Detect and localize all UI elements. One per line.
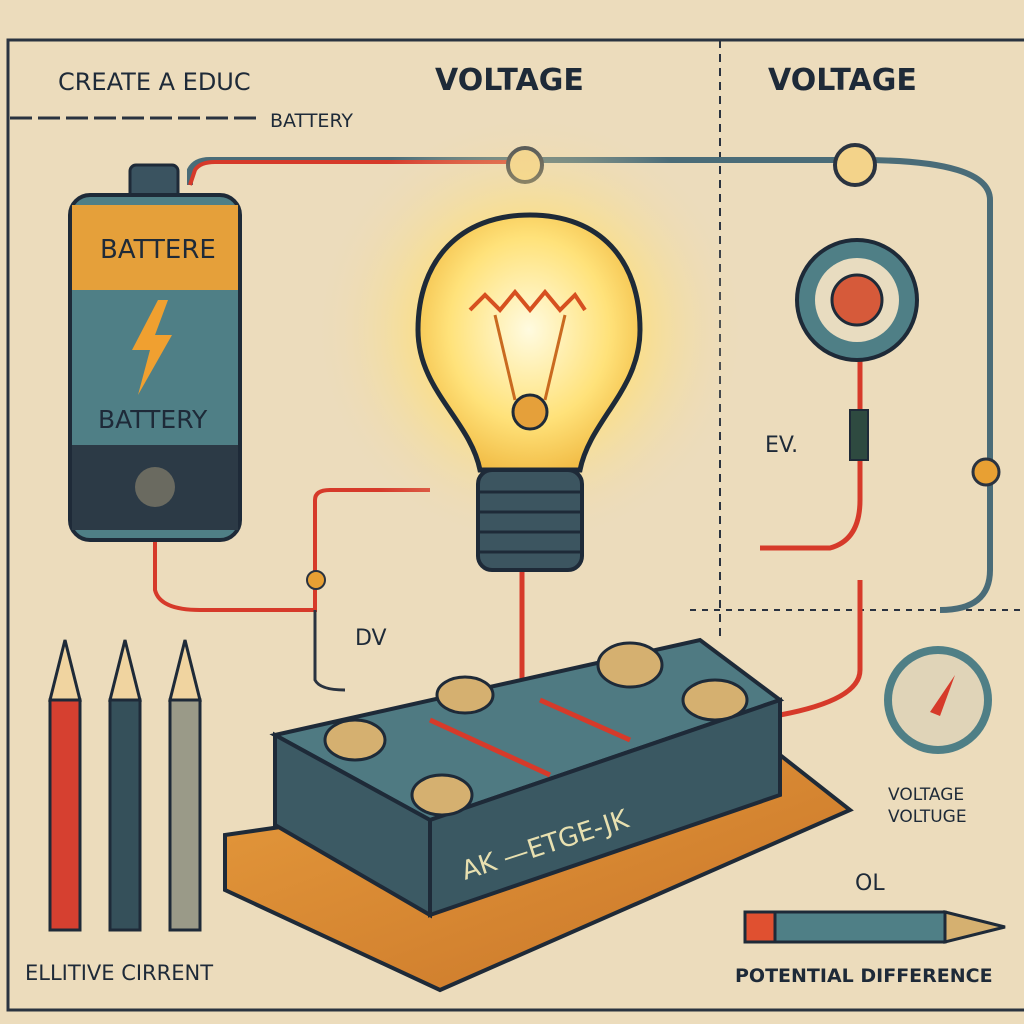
battery: BATTERE BATTERY (68, 163, 242, 542)
battery-bottom-label: BATTERY (98, 405, 208, 434)
ev-label: EV. (765, 433, 798, 458)
meter-label-1: VOLTAGE (888, 785, 964, 805)
dv-label: DV (355, 626, 387, 651)
title-left: VOLTAGE (435, 63, 584, 98)
pencils (48, 639, 1006, 944)
meter-wire (760, 320, 863, 551)
frame-border (6, 38, 1024, 1012)
red-wire-top (188, 160, 510, 186)
box-wire (779, 580, 863, 718)
top-wire (187, 157, 993, 613)
connector-node (971, 457, 1001, 487)
title-right: VOLTAGE (768, 63, 917, 98)
meter-label-2: VOLTUGE (888, 807, 967, 827)
battery-logo-icon (135, 467, 175, 507)
lightning-icon (132, 300, 172, 395)
connector-node (306, 570, 326, 590)
terminal-knob (410, 773, 474, 817)
terminal-knob (681, 678, 749, 722)
bottom-right-caption: POTENTIAL DIFFERENCE (735, 965, 993, 987)
connector-node (833, 143, 877, 187)
compass-icon (884, 646, 992, 754)
circuit-board: AK —ETGE-JK (223, 637, 854, 993)
probe (849, 409, 869, 461)
voltmeter-dial (795, 238, 919, 362)
terminal-knob (596, 641, 664, 689)
battery-tag-text: BATTERY (270, 110, 353, 132)
light-bulb (415, 212, 643, 572)
terminal-knob (323, 718, 387, 762)
ol-label: OL (855, 871, 885, 896)
wire-left (313, 610, 346, 692)
terminal-knob (435, 675, 495, 715)
bottom-left-caption: ELLITIVE CIRRENT (25, 961, 213, 985)
subtitle-text: CREATE A EDUC (58, 68, 251, 96)
battery-top-label: BATTERE (100, 235, 216, 265)
